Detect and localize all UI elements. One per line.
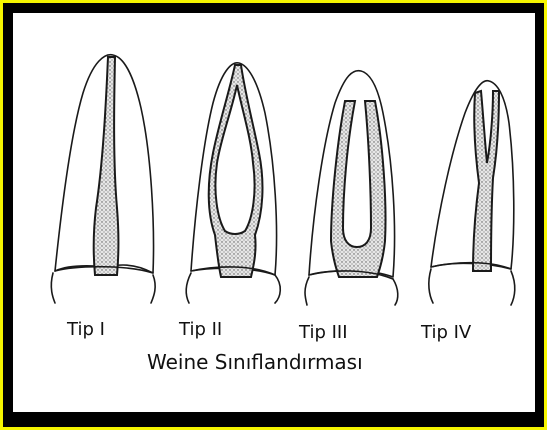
tooth-tip-2 (186, 63, 280, 303)
label-tip-1: Tip I (66, 319, 105, 340)
weine-classification-diagram: Tip I Tip II Tip III Tip IV Weine Sınıfl… (13, 13, 535, 412)
label-tip-2: Tip II (178, 319, 222, 340)
tooth-tip-4 (429, 81, 515, 305)
label-tip-3: Tip III (298, 322, 348, 343)
label-tip-4: Tip IV (420, 322, 472, 343)
diagram-panel: Tip I Tip II Tip III Tip IV Weine Sınıfl… (13, 13, 535, 412)
black-frame: Tip I Tip II Tip III Tip IV Weine Sınıfl… (3, 3, 544, 427)
tooth-tip-1 (51, 55, 155, 303)
diagram-caption: Weine Sınıflandırması (147, 350, 363, 374)
tooth-tip-3 (305, 71, 398, 305)
